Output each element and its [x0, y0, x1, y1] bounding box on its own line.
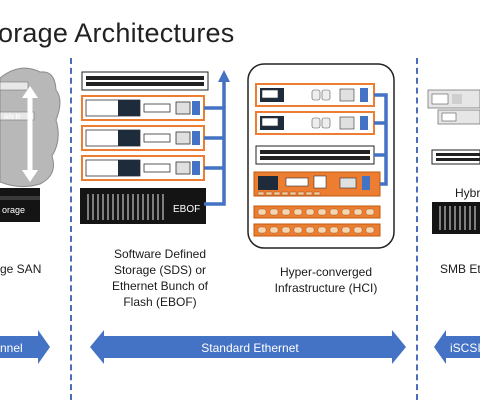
hci-node-drives: [257, 191, 321, 196]
smb-hybrid-chassis: [432, 202, 480, 234]
san-switch-a: [0, 81, 29, 91]
san-b-label: AN B: [4, 114, 21, 121]
sds-server-1-port: [192, 101, 200, 115]
san-arrow-up: [22, 86, 38, 98]
page-title: orage Architectures: [0, 18, 235, 48]
sds-group: EBOF: [80, 70, 230, 224]
hybrid-caption: Hybr: [455, 186, 480, 200]
sds-server-2-dark: [118, 130, 140, 146]
sds-connector-head: [218, 70, 230, 82]
hci-connector: [374, 93, 388, 186]
sds-server-3-slot: [143, 163, 171, 173]
smb-caption: SMB Et: [440, 262, 480, 276]
san-switch-b: [0, 111, 35, 121]
divider-left: [70, 58, 72, 400]
san-storage-text: orage: [2, 205, 25, 215]
san-storage-panel: [0, 196, 40, 200]
divider-right: [416, 58, 418, 400]
san-group: AN B orage: [0, 67, 61, 222]
sds-server-1-slot: [143, 103, 171, 113]
arrow-fibre-channel: [0, 330, 50, 364]
iscsi-label: iSCSI: [450, 341, 480, 355]
standard-ethernet-label: Standard Ethernet: [201, 341, 299, 355]
sds-top-rack: [81, 71, 209, 91]
sds-server-3-port: [192, 161, 200, 175]
hci-caption: Hyper-converged Infrastructure (HCI): [274, 265, 378, 295]
sds-server-2-slot: [143, 133, 171, 143]
san-storage-box: [0, 188, 40, 222]
sds-top-rack-slots: [86, 76, 204, 86]
san-caption: ge SAN: [0, 262, 42, 276]
sds-server-1-dark: [118, 100, 140, 116]
arrow-standard-ethernet: [90, 330, 406, 364]
arrows-row: [0, 330, 480, 364]
sds-server-2-nic: [175, 131, 191, 145]
smb-group: [427, 89, 480, 234]
sds-server-2-port: [192, 131, 200, 145]
sds-server-3-dark: [118, 160, 140, 176]
sds-server-1-nic: [175, 101, 191, 115]
hci-switch: [255, 145, 375, 165]
arrow-iscsi: [434, 330, 480, 364]
ebof-drive-bays: [87, 194, 164, 220]
hci-group: [247, 63, 395, 249]
ebof-tag: EBOF: [173, 204, 200, 215]
sds-connector: [204, 106, 226, 206]
san-arrow-down: [22, 170, 38, 182]
smb-shelf: [431, 149, 480, 165]
sds-caption: Software Defined Storage (SDS) or Ethern…: [111, 247, 209, 309]
sds-server-3-nic: [175, 161, 191, 175]
fibre-channel-label: nnel: [0, 341, 23, 355]
